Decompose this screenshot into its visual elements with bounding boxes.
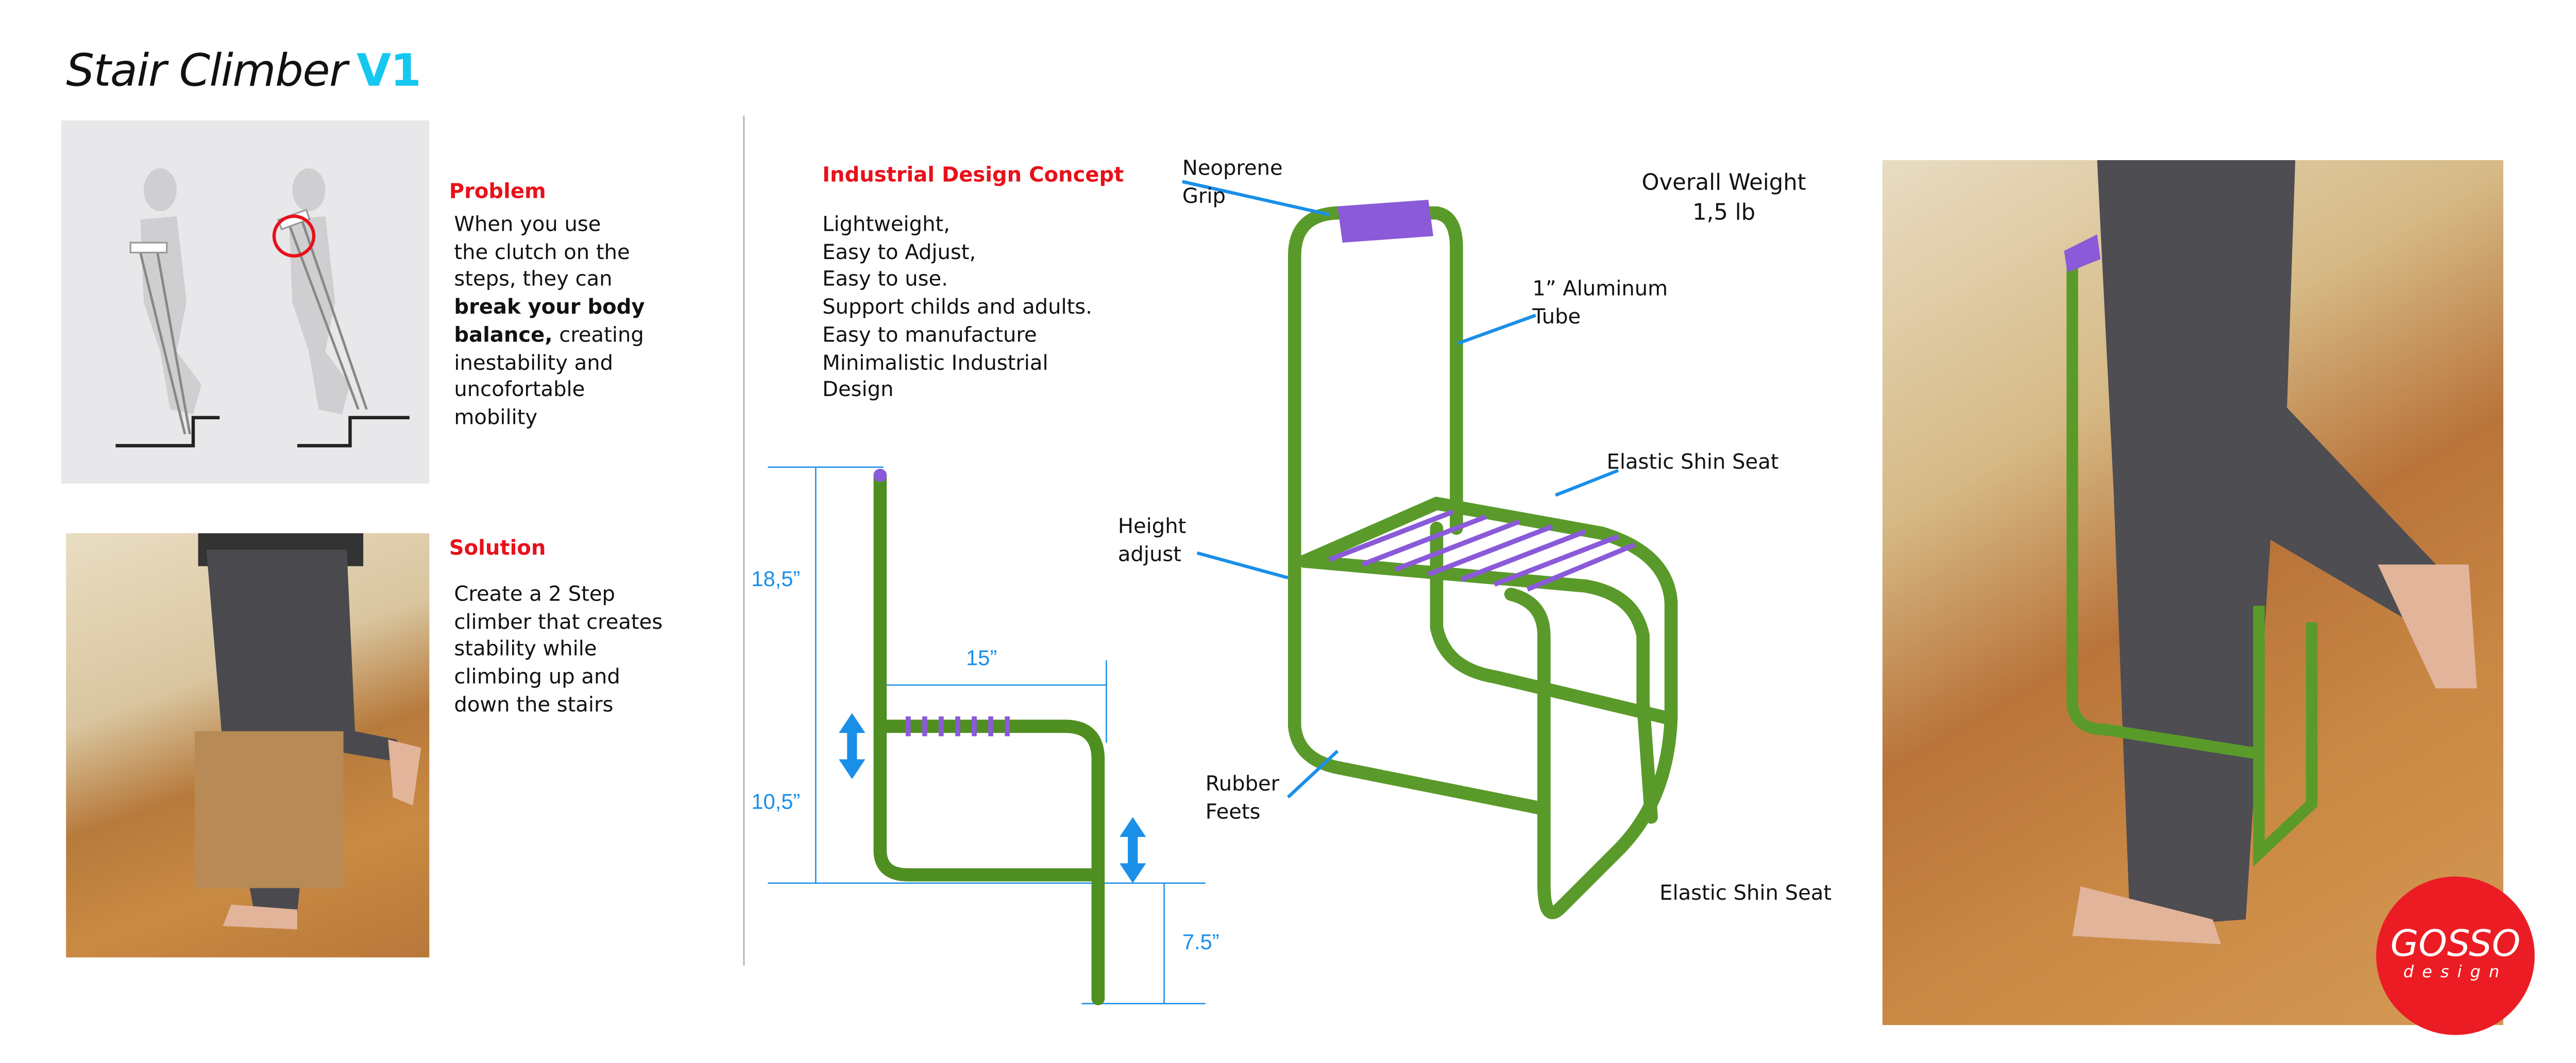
callout-seat-bottom: Elastic Shin Seat — [1659, 880, 1832, 905]
callout-text: 1” Aluminum — [1532, 276, 1668, 301]
problem-text: When you use the clutch on the steps, th… — [454, 211, 735, 432]
solution-heading: Solution — [449, 535, 546, 560]
dim-foot-step: 7.5” — [1182, 929, 1219, 954]
solution-line: stability while — [454, 636, 597, 661]
logo-name: GOSSO — [2390, 924, 2521, 966]
callout-height: Height adjust — [1118, 513, 1186, 569]
section-divider — [743, 115, 745, 966]
weight-label: Overall Weight — [1641, 170, 1806, 197]
adjust-arrow-icon — [839, 713, 1146, 883]
problem-line: creating — [552, 321, 644, 347]
solution-line: climber that creates — [454, 608, 663, 633]
concept-item: Design — [822, 376, 894, 402]
side-view-drawing — [768, 466, 1206, 1005]
callout-text: Tube — [1532, 303, 1581, 328]
solution-line: climbing up and — [454, 663, 620, 689]
callout-text: Neoprene — [1182, 155, 1283, 180]
callout-text: Height — [1117, 513, 1187, 538]
concept-item: Easy to use. — [822, 266, 948, 292]
problem-line: steps, they can — [454, 266, 613, 292]
crutch-problem-illustration — [61, 120, 430, 484]
problem-line: the clutch on the — [454, 238, 630, 264]
concept-item: Support childs and adults. — [822, 294, 1092, 319]
product-in-use-photo — [1882, 160, 2503, 1025]
solution-line: down the stairs — [454, 691, 614, 716]
concept-item: Minimalistic Industrial — [822, 349, 1048, 374]
problem-bold: break your body — [454, 294, 645, 319]
iso-chair-drawing — [1182, 180, 1678, 919]
weight-value: 1,5 lb — [1692, 199, 1756, 227]
problem-bold: balance, — [454, 321, 553, 347]
concept-item: Easy to Adjust, — [822, 238, 976, 264]
title-text: Stair Climber — [66, 46, 347, 98]
solution-text: Create a 2 Step climber that creates sta… — [454, 581, 735, 719]
callout-text: Rubber — [1205, 770, 1280, 796]
callout-seat-top: Elastic Shin Seat — [1606, 449, 1779, 474]
dim-total-height: 18,5” — [751, 566, 801, 591]
solution-line: Create a 2 Step — [454, 581, 615, 606]
callout-text: Feets — [1205, 798, 1261, 824]
problem-heading: Problem — [449, 178, 546, 203]
problem-line: When you use — [454, 211, 601, 236]
concept-heading: Industrial Design Concept — [822, 162, 1124, 187]
concept-item: Easy to manufacture — [822, 321, 1037, 347]
concept-list: Lightweight, Easy to Adjust, Easy to use… — [822, 211, 1153, 404]
concept-item: Lightweight, — [822, 211, 950, 236]
problem-line: inestability and — [454, 349, 614, 374]
person-using-climber-illustration — [2064, 160, 2477, 945]
version-badge: V1 — [357, 46, 421, 98]
problem-line: uncofortable — [454, 376, 585, 402]
logo-sub: design — [2403, 964, 2508, 983]
dim-seat-depth: 15” — [965, 645, 997, 671]
crutch-figures-icon — [115, 168, 410, 448]
callout-text: adjust — [1117, 541, 1181, 566]
solution-photo — [66, 533, 430, 957]
dim-seat-height: 10,5” — [751, 789, 801, 814]
person-on-climber-illustration — [195, 533, 421, 930]
callout-text: Grip — [1182, 182, 1226, 208]
gosso-logo: GOSSO design — [2376, 876, 2535, 1035]
problem-line: mobility — [454, 404, 538, 430]
